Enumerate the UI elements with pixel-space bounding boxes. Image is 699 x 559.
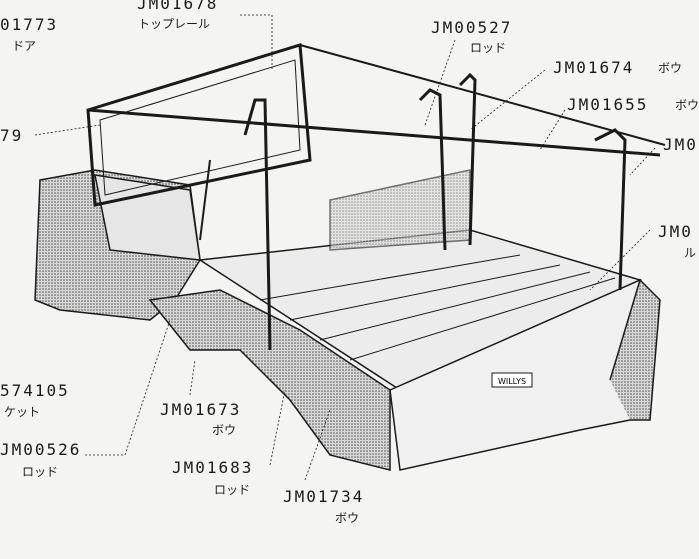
windshield-frame [86,43,312,207]
callout-name-door: ドア [12,39,37,53]
callout-name-bow-674: ボウ [658,61,683,75]
tailgate-badge-text: WILLYS [498,377,526,386]
callout-part-79: 79 [0,126,24,145]
callout-part-top-rail: JM01678 [137,0,219,13]
bow-front [243,98,272,351]
top-rail [87,108,661,157]
bow-rear [594,128,627,291]
callout-part-bow-673: JM01673 [160,400,242,419]
bow-middle-2 [458,72,477,246]
callout-part-cut-2: JM0 [658,222,693,241]
callout-part-rod-526: JM00526 [0,440,82,459]
callout-part-rod-527: JM00527 [431,18,513,37]
callout-part-socket: 574105 [0,381,70,400]
callout-name-cut-2: ル [684,246,697,260]
callout-name-bow-734: ボウ [335,511,360,525]
rear-wheel-well [148,289,391,471]
callout-name-rod-527: ロッド [470,41,507,55]
callout-name-top-rail: トップレール [138,17,211,31]
callout-part-bow-734: JM01734 [283,487,365,506]
willys-badge: WILLYS [491,372,533,388]
callout-part-cut-1: JM0 [663,135,698,154]
callout-part-bow-655: JM01655 [567,95,649,114]
callout-part-rod-683: JM01683 [172,458,254,477]
callout-name-bow-673: ボウ [212,423,237,437]
callout-name-socket: ケット [4,405,41,419]
bow-middle [418,88,447,251]
callout-part-door: 01773 [0,15,59,34]
callout-part-bow-674: JM01674 [553,58,635,77]
callout-name-rod-526: ロッド [22,465,59,479]
callout-name-rod-683: ロッド [214,483,251,497]
side-panel [329,169,471,251]
callout-name-bow-655: ボウ [675,98,699,112]
